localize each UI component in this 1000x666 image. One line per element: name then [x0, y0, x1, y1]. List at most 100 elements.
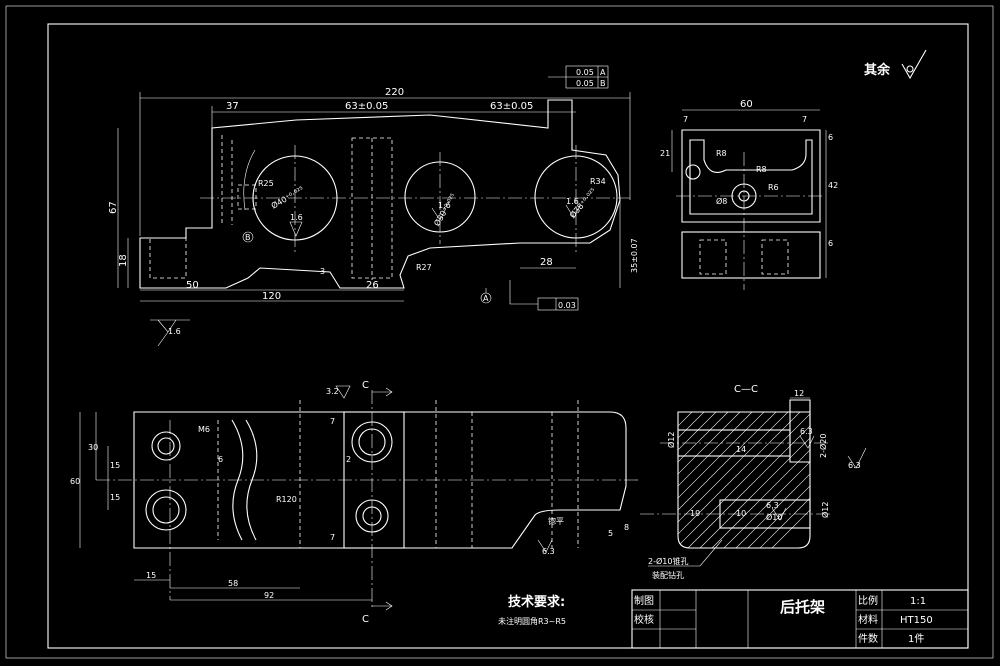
side-base-hidden-2 — [761, 239, 789, 275]
plan-dim-15b: 15 — [110, 493, 120, 502]
plan-hole-2-inner — [152, 496, 180, 524]
roughness-front-3: 1.6 — [566, 197, 579, 206]
dim-120: 120 — [262, 291, 281, 302]
plan-dim-15a: 15 — [110, 461, 120, 470]
datum-a-letter: A — [483, 294, 489, 303]
front-boss-arc — [243, 149, 256, 211]
outer-border — [5, 5, 994, 659]
side-hole-1 — [685, 164, 701, 180]
dim-3: 3 — [320, 267, 325, 276]
side-dim-21: 21 — [660, 149, 670, 158]
tb-draw-label: 制图 — [634, 594, 654, 607]
plan-dim-60: 60 — [70, 477, 80, 486]
dim-r34: R34 — [590, 177, 606, 186]
section-title: C—C — [734, 384, 758, 395]
roughness-section-2: 6.3 — [848, 461, 861, 470]
section-dim-phi10: Ø10 — [766, 512, 782, 522]
side-view-upper — [681, 129, 821, 223]
section-dim-14: 14 — [736, 445, 746, 454]
plan-curved-rib — [231, 419, 244, 541]
roughness-section-3-icon — [771, 507, 787, 521]
section-outline — [677, 411, 811, 549]
section-mark-top: C — [362, 380, 369, 391]
hole-note-1: 2-Ø10锥孔 — [648, 556, 688, 566]
plan-view-outline — [133, 411, 627, 549]
roughness-front-2: 1.6 — [438, 201, 451, 210]
tolerance-value-2: 0.05 — [576, 79, 594, 88]
plan-dim-15c: 15 — [146, 571, 156, 580]
dim-50: 50 — [186, 280, 199, 291]
plan-hole-4-outer — [355, 499, 389, 533]
roughness-bottom: 1.6 — [168, 327, 181, 336]
roughness-front-3-icon — [565, 204, 581, 219]
side-view-base — [681, 231, 821, 279]
side-base-hidden-1 — [699, 239, 727, 275]
roughness-section-2-icon — [847, 447, 867, 469]
roughness-section-1-icon — [799, 435, 815, 449]
plan-dim-r120: R120 — [276, 495, 297, 504]
flatness-value: 0.03 — [558, 301, 576, 310]
dim-26: 26 — [366, 280, 379, 291]
plan-hole-1-inner — [157, 437, 175, 455]
plan-dim-8: 8 — [624, 523, 629, 532]
tb-check-label: 校核 — [634, 613, 654, 626]
dim-63a: 63±0.05 — [345, 101, 388, 112]
title-block: 制图 校核 后托架 比例 1:1 材料 HT150 件数 1件 — [631, 589, 969, 649]
front-hidden-pocket — [237, 184, 257, 210]
section-dim-phi12a: Ø12 — [666, 432, 676, 448]
side-slot — [689, 139, 813, 215]
dim-28: 28 — [540, 257, 553, 268]
plan-slot — [343, 411, 405, 549]
roughness-symbol-icon — [901, 49, 927, 80]
tb-scale-value: 1:1 — [910, 596, 926, 607]
front-view-outline — [139, 99, 621, 289]
side-dim-6b: 6 — [828, 239, 833, 248]
roughness-plan-2: 6.3 — [542, 547, 555, 556]
section-hatch — [678, 412, 810, 548]
front-view: 220 37 63±0.05 63±0.05 67 18 50 120 26 3… — [108, 65, 639, 347]
tb-part-name: 后托架 — [780, 598, 825, 616]
title-block-frame — [631, 589, 969, 649]
tb-material-label: 材料 — [858, 613, 878, 626]
roughness-plan-1: 3.2 — [326, 387, 339, 396]
dim-35: 35±0.07 — [630, 238, 639, 273]
plan-dim-58: 58 — [228, 579, 238, 588]
tolerance-datum-a: A — [600, 68, 606, 77]
roughness-section-1: 6.3 — [800, 427, 813, 436]
drawing-frame — [47, 23, 969, 649]
plan-dim-7a: 7 — [330, 417, 335, 426]
tech-title: 技术要求: — [508, 594, 565, 610]
section-dim-phi20: 2-Ø20 — [818, 434, 828, 458]
dim-r27: R27 — [416, 263, 432, 272]
hole-note-2: 装配钻孔 — [652, 570, 684, 580]
tb-material-value: HT150 — [900, 615, 933, 626]
dim-overall: 220 — [385, 87, 404, 98]
plan-dim-30: 30 — [88, 443, 98, 452]
datum-b-letter: B — [245, 233, 251, 242]
plan-hole-1-outer — [151, 431, 181, 461]
plan-hole-3-inner — [358, 428, 386, 456]
section-mark-bottom: C — [362, 614, 369, 625]
section-arrow-bottom-icon — [372, 601, 393, 611]
section-dim-phi12b: Ø12 — [820, 502, 830, 518]
dim-hole-1: Ø40⁺⁰·⁰²⁵ — [269, 184, 305, 211]
roughness-circle-icon — [906, 65, 914, 73]
plan-dim-92: 92 — [264, 591, 274, 600]
section-bore-upper-step — [789, 399, 811, 463]
dim-63b: 63±0.05 — [490, 101, 533, 112]
side-dim-42: 42 — [828, 181, 838, 190]
side-dim-7a: 7 — [683, 115, 688, 124]
section-view: C—C — [640, 384, 867, 580]
roughness-front-1-icon — [289, 221, 303, 237]
side-dim-r8b: R8 — [756, 165, 767, 174]
roughness-front-1: 1.6 — [290, 213, 303, 222]
side-dim-width: 60 — [740, 99, 753, 110]
side-dim-phi8: Ø8 — [716, 196, 727, 206]
tb-qty-value: 1件 — [908, 633, 924, 645]
tolerance-datum-b: B — [600, 79, 606, 88]
plan-hole-2-outer — [145, 489, 187, 531]
plan-dim-5: 5 — [608, 529, 613, 538]
dim-r25: R25 — [258, 179, 274, 188]
side-view: 60 7 7 21 6 42 6 R8 R8 R6 Ø8 — [660, 99, 838, 290]
